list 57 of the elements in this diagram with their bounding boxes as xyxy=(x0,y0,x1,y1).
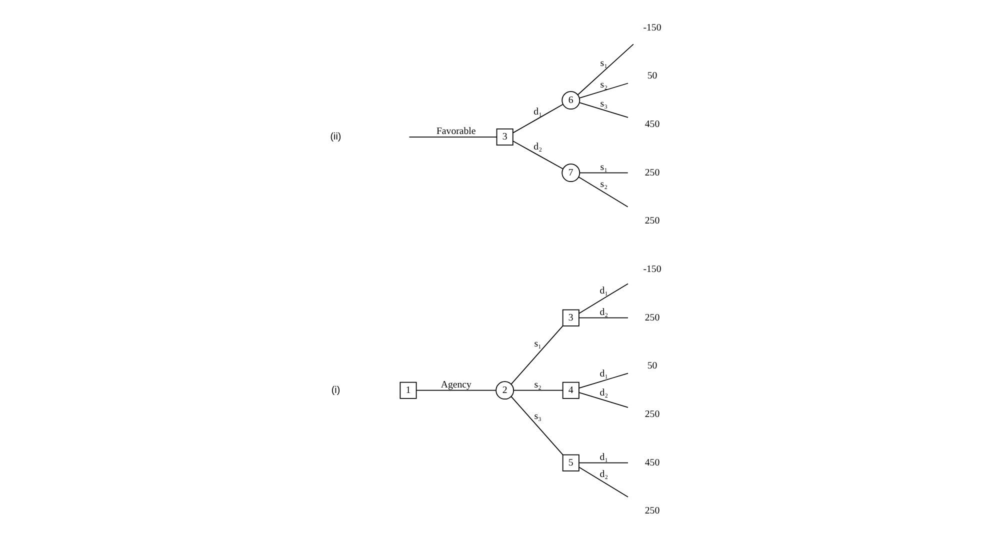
node-text: 50 xyxy=(647,70,658,82)
edge-label: s₂ xyxy=(600,178,608,190)
connector xyxy=(510,326,564,385)
node-box: 3 xyxy=(496,128,514,146)
connector xyxy=(512,140,564,170)
edge-label: d₂ xyxy=(600,388,608,399)
node-text: 250 xyxy=(644,506,660,517)
edge-label: d₂ xyxy=(600,468,608,480)
edge-label: d₂ xyxy=(600,306,608,318)
connector xyxy=(578,176,628,208)
node-text: 450 xyxy=(644,119,660,130)
label: (ii) xyxy=(330,132,342,143)
connector xyxy=(510,396,564,456)
edge-label: d₁ xyxy=(600,452,608,463)
edge-label: d₂ xyxy=(534,141,542,152)
node-text: -150 xyxy=(643,22,662,34)
connector xyxy=(578,44,634,96)
edge-label: d₁ xyxy=(534,106,542,118)
connector xyxy=(416,390,496,391)
connector xyxy=(580,172,628,174)
connector xyxy=(512,104,564,134)
connector xyxy=(578,283,628,314)
node-text: 250 xyxy=(644,409,660,420)
node-text: 250 xyxy=(644,312,660,324)
node-text: 250 xyxy=(644,216,660,227)
connector xyxy=(578,372,628,389)
node-text: 50 xyxy=(647,360,658,372)
connector xyxy=(578,462,628,464)
edge-label: s₁ xyxy=(600,58,608,70)
edge-label: Favorable xyxy=(436,126,476,138)
label: (i) xyxy=(331,384,340,396)
connector xyxy=(578,392,628,408)
node-circle: 7 xyxy=(562,164,580,182)
node-box: 3 xyxy=(562,309,580,326)
node-circle: 6 xyxy=(562,91,580,110)
node-box: 1 xyxy=(400,382,417,399)
connector xyxy=(579,82,628,98)
node-text: 450 xyxy=(644,457,660,468)
connector xyxy=(578,317,628,318)
edge-label: d₁ xyxy=(600,285,608,296)
connector xyxy=(579,102,628,118)
edge-label: s₂ xyxy=(600,80,608,91)
edge-label: s₂ xyxy=(534,379,542,390)
edge-label: s₁ xyxy=(534,338,542,350)
connector xyxy=(578,466,628,498)
node-circle: 2 xyxy=(496,381,514,400)
edge-label: s₃ xyxy=(534,410,542,422)
node-text: 250 xyxy=(644,167,660,178)
node-text: -150 xyxy=(643,264,662,276)
connector xyxy=(513,390,563,391)
edge-label: Agency xyxy=(440,379,472,390)
edge-label: s₁ xyxy=(600,162,608,173)
edge-label: d₁ xyxy=(600,368,608,380)
edge-label: s₃ xyxy=(600,98,608,110)
node-box: 5 xyxy=(562,454,580,472)
connector xyxy=(408,136,498,138)
node-box: 4 xyxy=(562,382,580,399)
